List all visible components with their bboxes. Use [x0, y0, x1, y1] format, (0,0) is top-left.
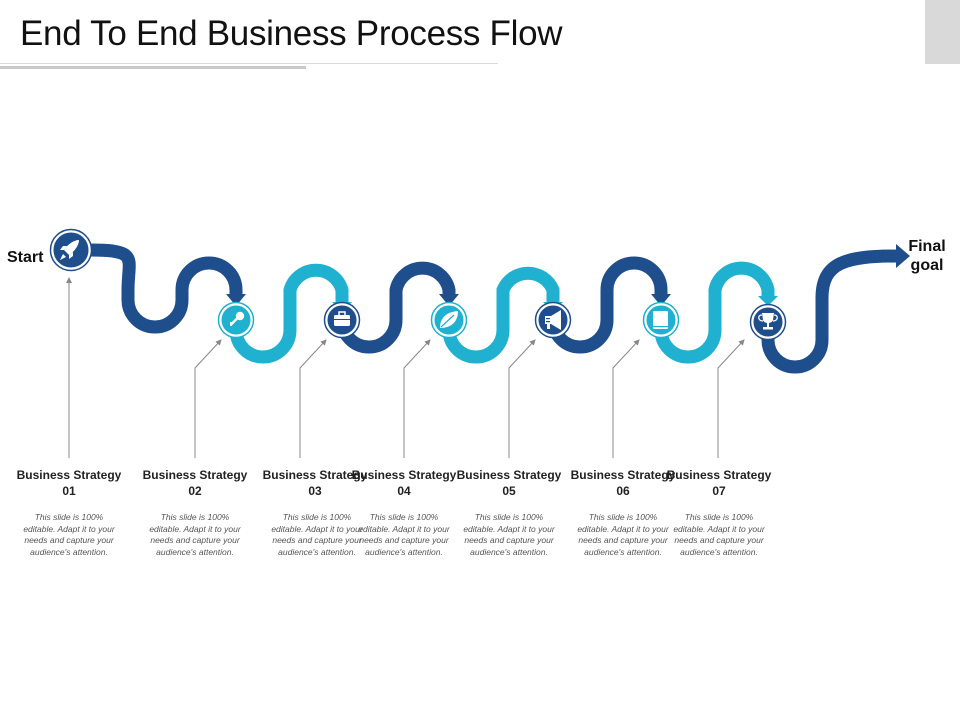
step-description-1: This slide is 100% editable. Adapt it to… — [23, 512, 115, 557]
start-label: Start — [7, 249, 44, 266]
title-divider — [0, 63, 498, 64]
path-segment-2 — [229, 263, 349, 364]
step-title-5: Business Strategy 05 — [456, 468, 562, 498]
step-description-3: This slide is 100% editable. Adapt it to… — [271, 512, 363, 557]
connector-line-3 — [299, 339, 327, 458]
arrowhead-1 — [226, 294, 246, 306]
arrowhead-6 — [758, 296, 778, 306]
trophy-icon — [758, 313, 778, 330]
corner-decoration — [925, 0, 960, 64]
path-segment-6 — [654, 261, 775, 364]
leaf-icon — [440, 311, 458, 328]
title-underline — [0, 66, 306, 69]
step-title-6: Business Strategy 06 — [570, 468, 676, 498]
final-arrowhead — [896, 244, 910, 268]
arrowhead-3 — [439, 294, 459, 306]
step-node-2 — [323, 301, 361, 339]
step-description-7: This slide is 100% editable. Adapt it to… — [673, 512, 765, 557]
step-node-3 — [430, 301, 468, 339]
connector-line-5 — [508, 339, 536, 458]
briefcase-icon — [334, 311, 350, 326]
step-title-1: Business Strategy 01 — [16, 468, 122, 498]
path-segment-5 — [546, 256, 668, 354]
path-segment-3 — [335, 261, 456, 354]
megaphone-icon — [545, 310, 561, 330]
start-node — [49, 228, 93, 272]
connector-line-2 — [194, 339, 222, 458]
connector-line-7 — [717, 339, 745, 458]
step-title-7: Business Strategy 07 — [666, 468, 772, 498]
key-icon — [229, 311, 245, 326]
step-node-5 — [642, 301, 680, 339]
final-goal-label: Final goal — [908, 238, 946, 274]
rocket-icon — [60, 240, 79, 260]
step-node-1 — [217, 301, 255, 339]
step-description-6: This slide is 100% editable. Adapt it to… — [577, 512, 669, 557]
step-description-4: This slide is 100% editable. Adapt it to… — [358, 512, 450, 557]
step-title-3: Business Strategy 03 — [262, 468, 368, 498]
step-title-2: Business Strategy 02 — [142, 468, 248, 498]
arrowhead-5 — [651, 294, 671, 306]
step-description-2: This slide is 100% editable. Adapt it to… — [149, 512, 241, 557]
step-description-5: This slide is 100% editable. Adapt it to… — [463, 512, 555, 557]
step-node-6 — [749, 303, 787, 341]
path-segment-4 — [442, 266, 560, 364]
book-icon — [653, 311, 668, 329]
step-node-4 — [534, 301, 572, 339]
step-title-4: Business Strategy 04 — [351, 468, 457, 498]
connector-line-4 — [403, 339, 431, 458]
path-segment-7 — [761, 249, 899, 374]
path-segment-1 — [89, 243, 243, 334]
page-title: End To End Business Process Flow — [20, 14, 563, 53]
connector-line-6 — [612, 339, 640, 458]
